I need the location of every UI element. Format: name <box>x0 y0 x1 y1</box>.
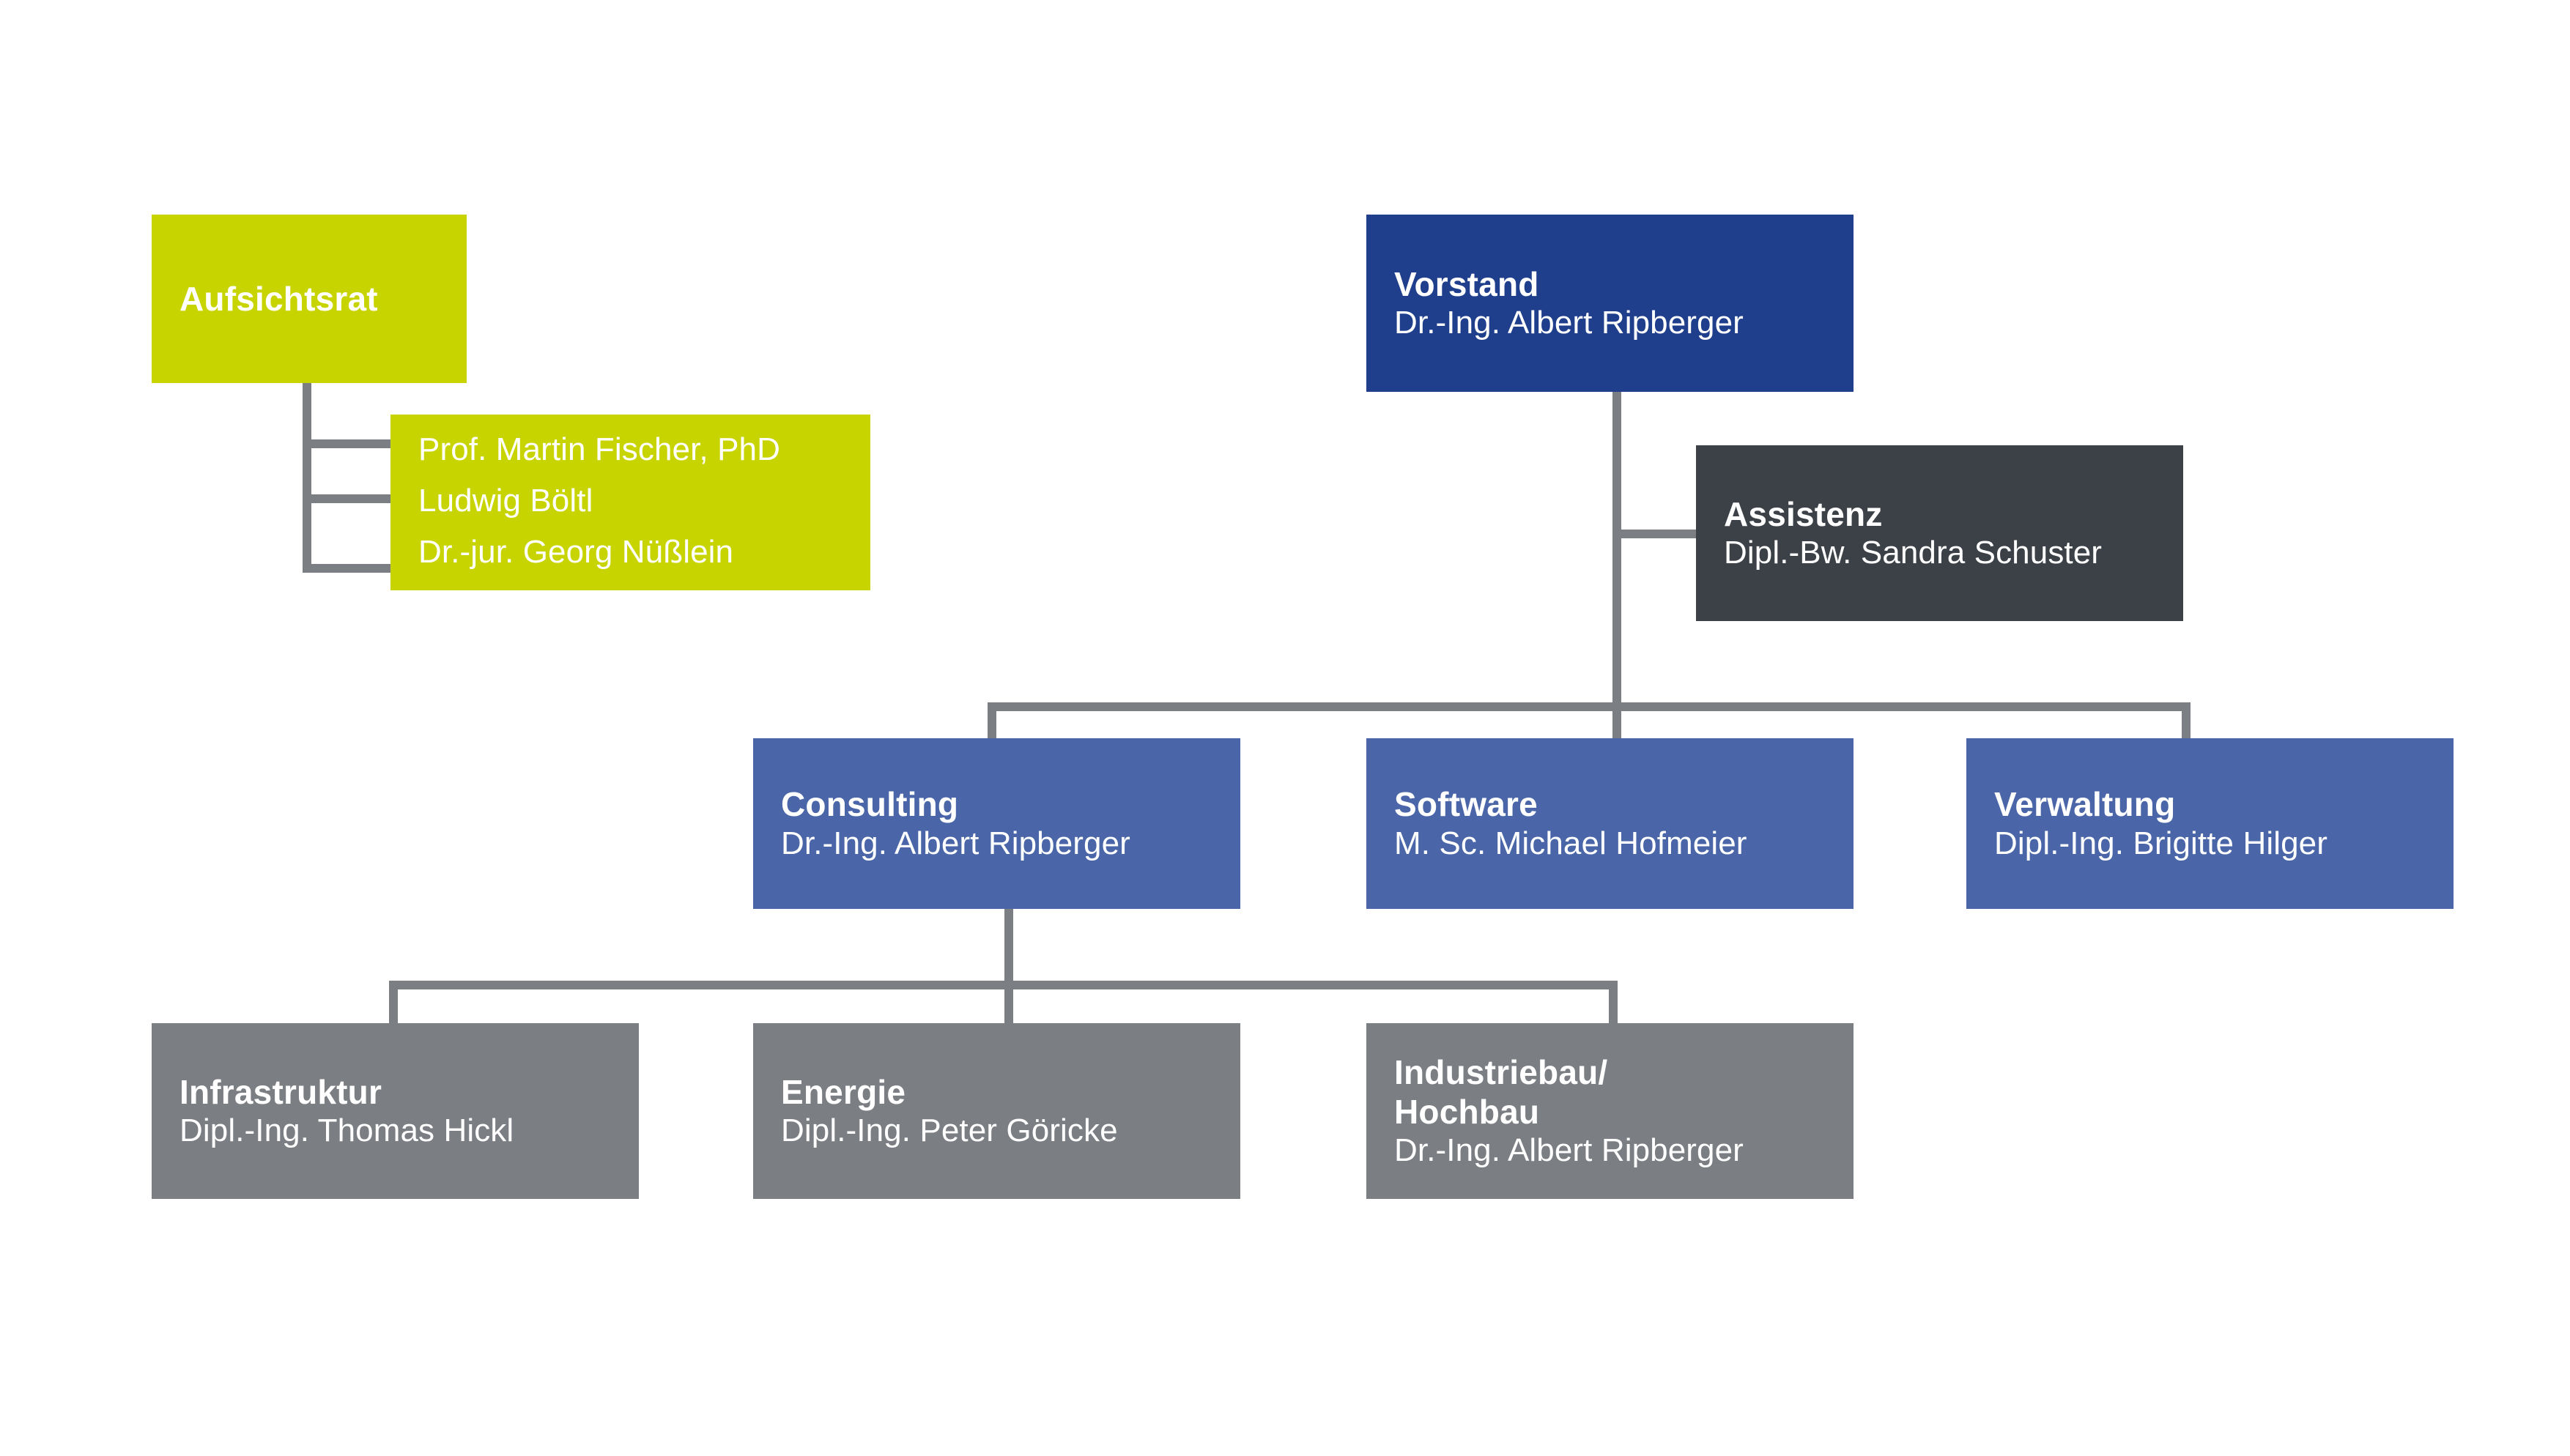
connector-division-bus <box>988 702 2191 711</box>
node-industriebau-hochbau-title: Industriebau/ Hochbau <box>1394 1052 1608 1132</box>
list-item: Ludwig Böltl <box>418 483 593 519</box>
connector-aufsichtsrat-member-3 <box>303 564 392 573</box>
node-energie-title: Energie <box>781 1072 906 1111</box>
connector-consulting-spine <box>1004 907 1013 989</box>
node-consulting-person: Dr.-Ing. Albert Ripberger <box>781 825 1130 861</box>
connector-drop-software <box>1612 702 1621 741</box>
node-aufsichtsrat-title: Aufsichtsrat <box>179 279 378 318</box>
connector-drop-industriebau <box>1609 981 1618 1026</box>
connector-drop-infrastruktur <box>389 981 398 1026</box>
node-software[interactable]: Software M. Sc. Michael Hofmeier <box>1366 738 1854 909</box>
node-vorstand[interactable]: Vorstand Dr.-Ing. Albert Ripberger <box>1366 215 1854 392</box>
node-assistenz[interactable]: Assistenz Dipl.-Bw. Sandra Schuster <box>1696 445 2183 621</box>
list-item: Dr.-jur. Georg Nüßlein <box>418 534 734 570</box>
connector-aufsichtsrat-member-2 <box>303 494 392 503</box>
connector-aufsichtsrat-stem <box>303 381 311 573</box>
node-software-person: M. Sc. Michael Hofmeier <box>1394 825 1747 861</box>
node-infrastruktur-person: Dipl.-Ing. Thomas Hickl <box>179 1113 514 1149</box>
node-verwaltung-person: Dipl.-Ing. Brigitte Hilger <box>1994 825 2328 861</box>
node-assistenz-title: Assistenz <box>1724 494 1883 533</box>
list-item: Prof. Martin Fischer, PhD <box>418 431 780 467</box>
node-energie-person: Dipl.-Ing. Peter Göricke <box>781 1113 1118 1149</box>
node-industriebau-hochbau[interactable]: Industriebau/ Hochbau Dr.-Ing. Albert Ri… <box>1366 1023 1854 1199</box>
node-software-title: Software <box>1394 785 1538 824</box>
node-assistenz-person: Dipl.-Bw. Sandra Schuster <box>1724 535 2103 571</box>
node-consulting[interactable]: Consulting Dr.-Ing. Albert Ripberger <box>753 738 1240 909</box>
connector-drop-verwaltung <box>2182 702 2191 741</box>
node-energie[interactable]: Energie Dipl.-Ing. Peter Göricke <box>753 1023 1240 1199</box>
node-infrastruktur[interactable]: Infrastruktur Dipl.-Ing. Thomas Hickl <box>152 1023 639 1199</box>
node-consulting-title: Consulting <box>781 785 959 824</box>
connector-department-bus <box>389 981 1618 989</box>
node-vorstand-title: Vorstand <box>1394 264 1539 303</box>
connector-drop-energie <box>1004 981 1013 1026</box>
node-infrastruktur-title: Infrastruktur <box>179 1072 382 1111</box>
node-industriebau-hochbau-person: Dr.-Ing. Albert Ripberger <box>1394 1132 1744 1169</box>
aufsichtsrat-member-list: Prof. Martin Fischer, PhD Ludwig Böltl D… <box>390 415 870 590</box>
node-vorstand-person: Dr.-Ing. Albert Ripberger <box>1394 305 1744 341</box>
connector-vorstand-spine <box>1612 391 1621 702</box>
node-verwaltung-title: Verwaltung <box>1994 785 2176 824</box>
node-verwaltung[interactable]: Verwaltung Dipl.-Ing. Brigitte Hilger <box>1966 738 2454 909</box>
connector-aufsichtsrat-member-1 <box>303 439 392 448</box>
node-aufsichtsrat[interactable]: Aufsichtsrat <box>152 215 467 383</box>
connector-vorstand-assistenz <box>1612 530 1699 538</box>
connector-drop-consulting <box>988 702 996 741</box>
